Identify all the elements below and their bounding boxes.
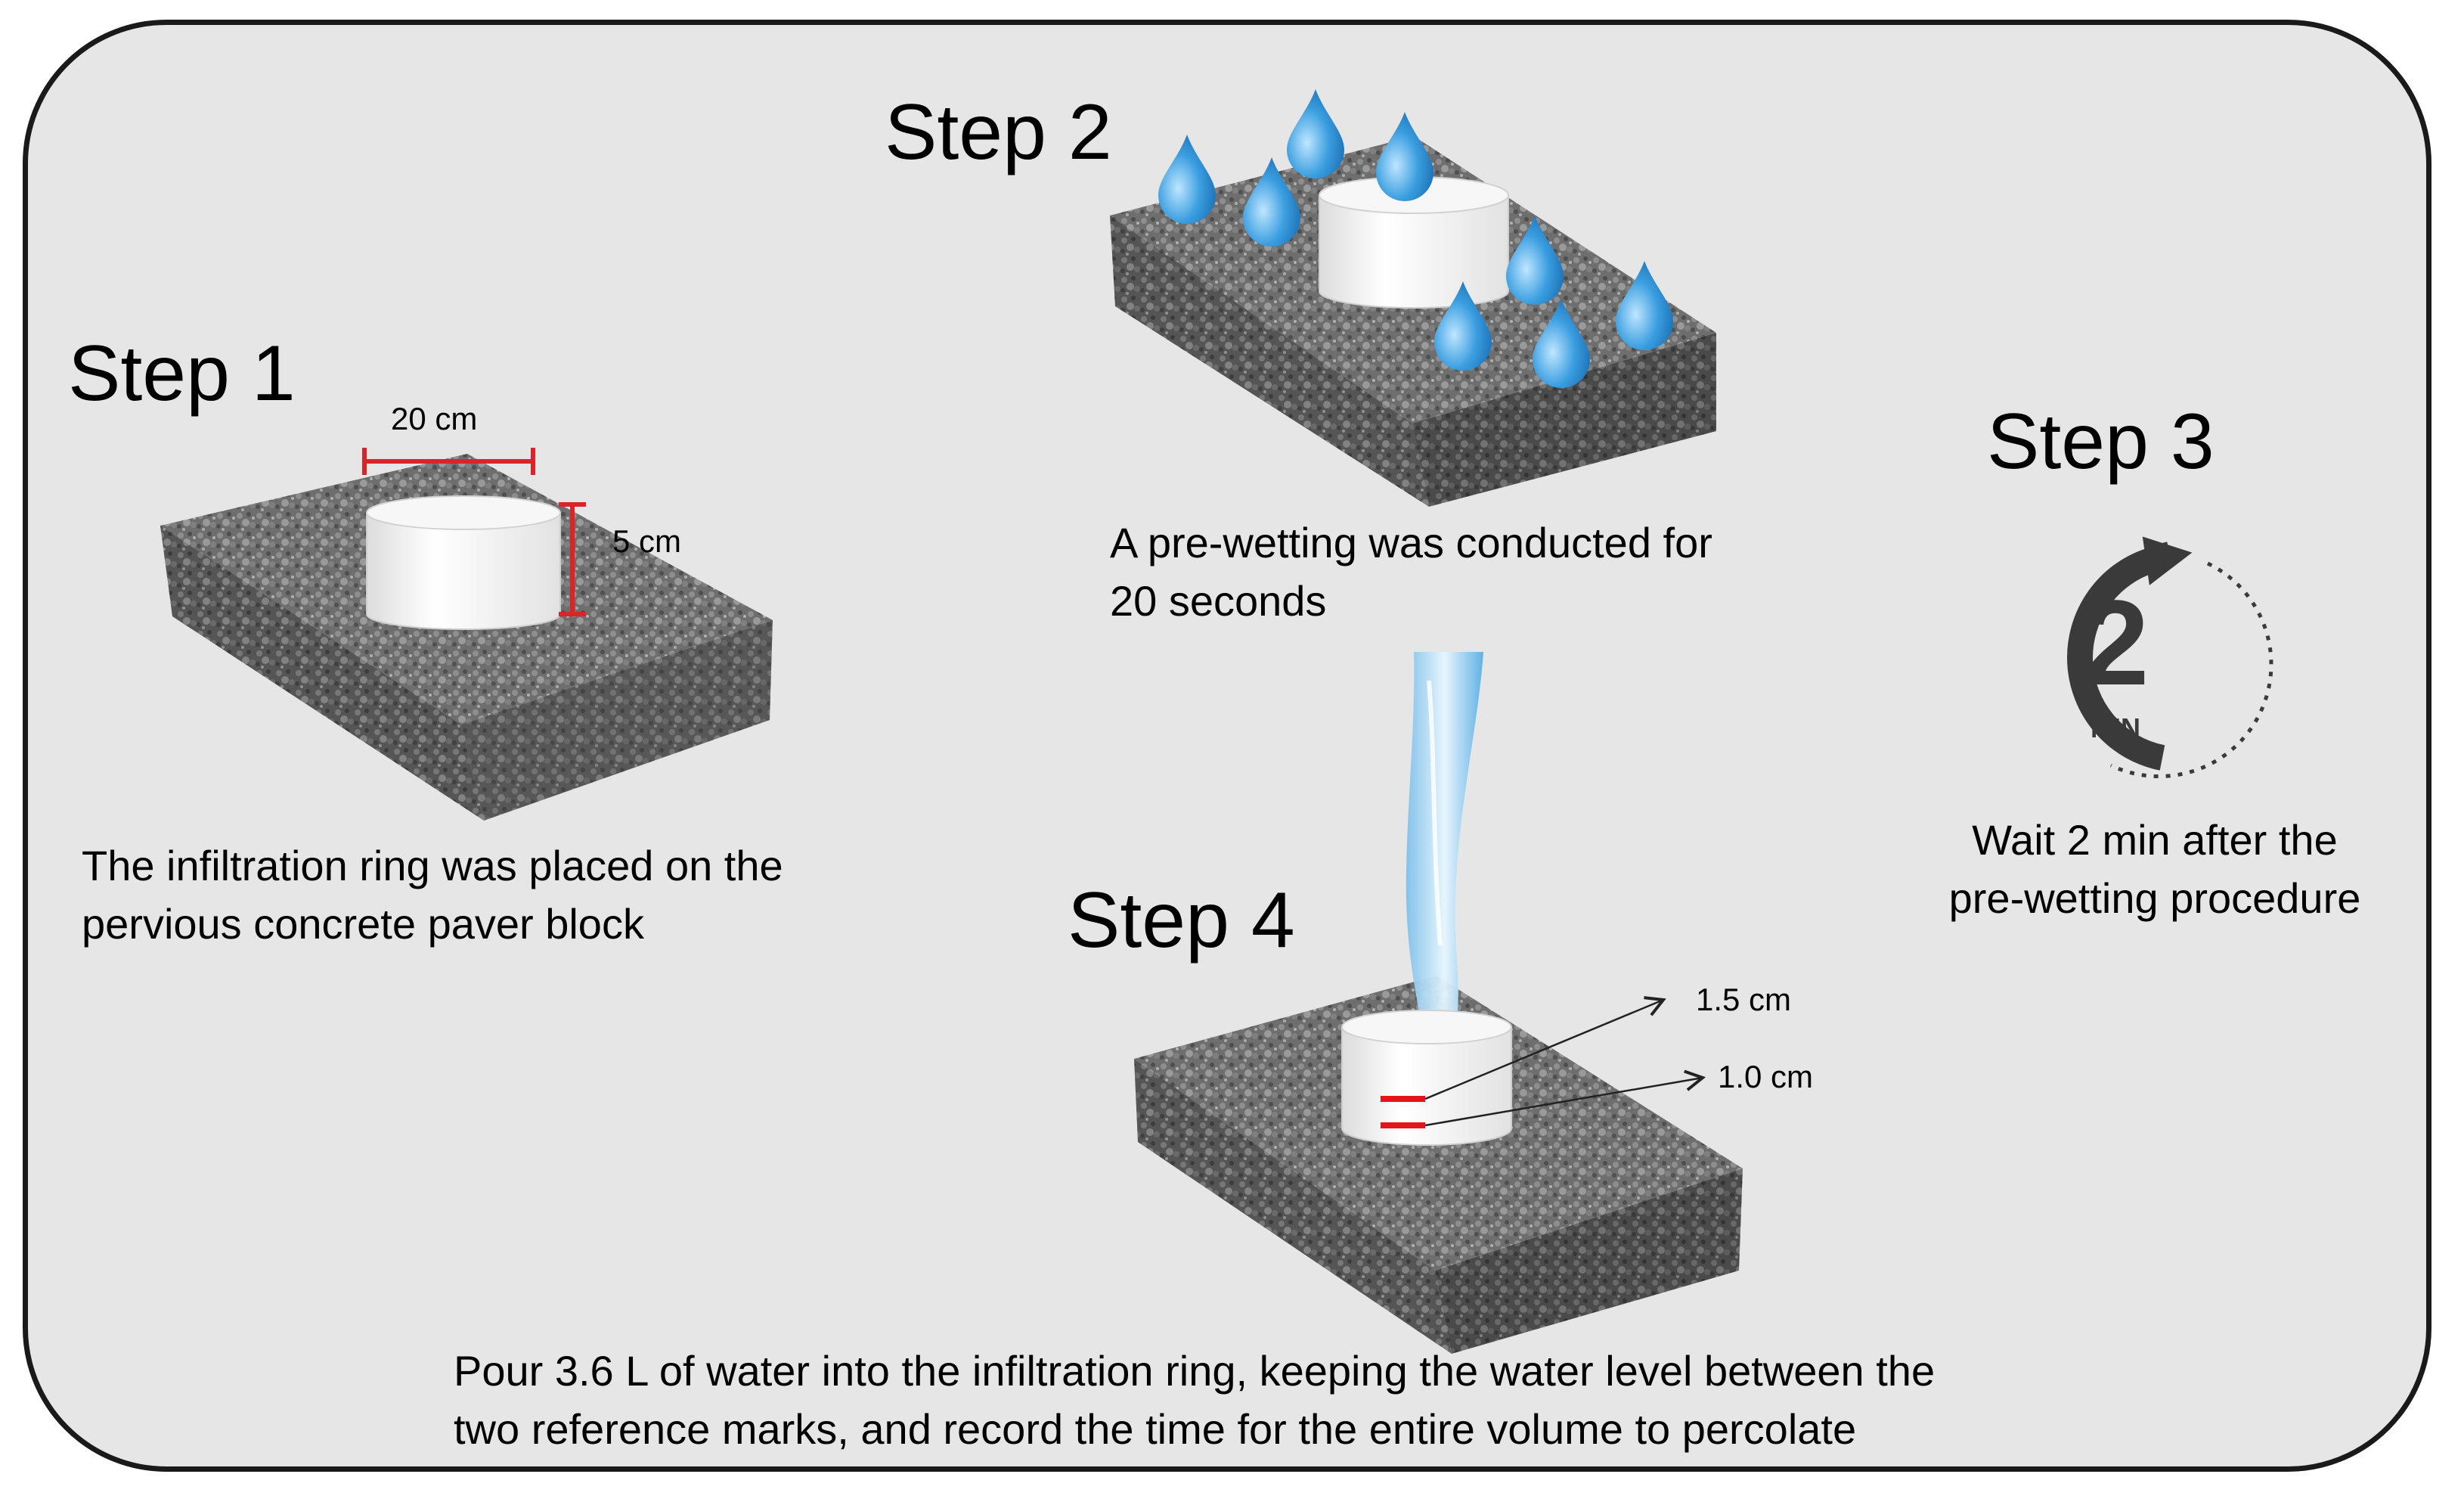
step-1-caption-line-2: pervious concrete paver block: [82, 899, 644, 948]
timer-icon: [2067, 536, 2273, 778]
lower-mark-label: 1.0 cm: [1718, 1059, 1814, 1094]
step-4-caption-line-2: two reference marks, and record the time…: [454, 1404, 1857, 1453]
step-4-caption-line-1: Pour 3.6 L of water into the infiltratio…: [454, 1347, 1936, 1395]
step-2-caption: A pre-wetting was conducted for 20 secon…: [1110, 514, 1942, 630]
ring-diameter-label: 20 cm: [391, 401, 478, 436]
step-2-title: Step 2: [885, 88, 1112, 176]
step-4-title: Step 4: [1068, 877, 1295, 964]
step-3-caption-line-1: Wait 2 min after the: [1972, 816, 2338, 864]
water-drops: [1158, 89, 1673, 388]
upper-mark-label: 1.5 cm: [1696, 982, 1792, 1017]
step-3-caption-line-2: pre-wetting procedure: [1948, 874, 2361, 922]
water-stream: [1406, 652, 1483, 1025]
dimension-height-line: [559, 502, 586, 616]
step-2-caption-line-1: A pre-wetting was conducted for: [1110, 519, 1712, 566]
step-4-caption: Pour 3.6 L of water into the infiltratio…: [454, 1342, 2268, 1458]
timer-number: 2: [2081, 575, 2149, 710]
step-2-caption-line-2: 20 seconds: [1110, 576, 1327, 625]
ring-height-label: 5 cm: [612, 523, 682, 559]
step-3-caption: Wait 2 min after the pre-wetting procedu…: [1883, 812, 2427, 927]
step-1-caption: The infiltration ring was placed on the …: [82, 837, 989, 953]
infiltration-ring-step1: [366, 495, 561, 630]
reference-mark-arrows: [1424, 996, 1706, 1127]
step-3-title: Step 3: [1987, 398, 2215, 486]
timer-unit: MIN: [2091, 712, 2140, 743]
reference-marks: [1381, 1096, 1425, 1128]
step-1-title: Step 1: [68, 330, 296, 417]
dimension-diameter-line: [362, 448, 535, 475]
infiltration-ring-step4: [1341, 1010, 1512, 1146]
step-1-caption-line-1: The infiltration ring was placed on the: [82, 842, 783, 889]
